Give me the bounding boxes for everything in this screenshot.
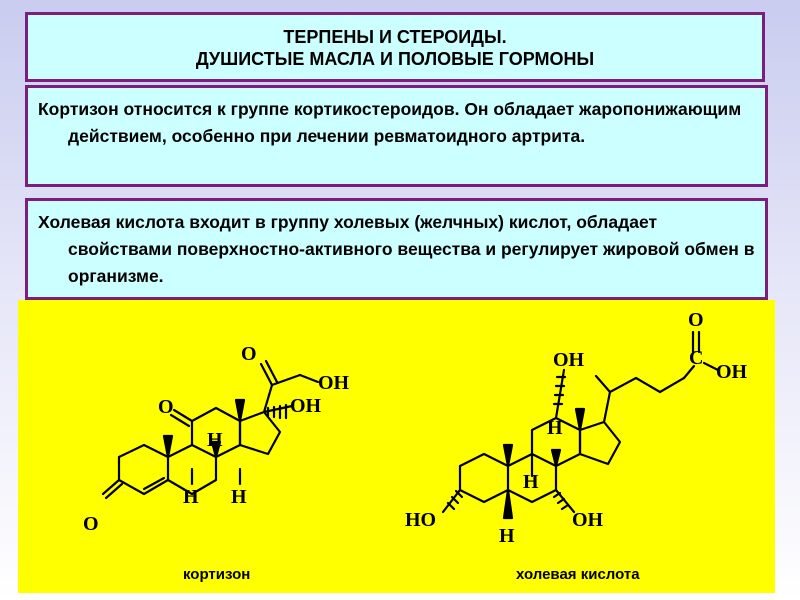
cholic-skeleton <box>441 330 720 520</box>
cortisone-h8: H <box>183 486 199 508</box>
cortisone-oh17: OH <box>290 395 322 417</box>
cortisone-oh-side: OH <box>318 372 350 394</box>
cholic-h5: H <box>499 525 515 547</box>
cholic-h8: H <box>523 471 539 493</box>
cholic-caption: холевая кислота <box>516 566 640 583</box>
cortisone-h14: H <box>231 486 247 508</box>
cholic-oh7: OH <box>572 509 604 531</box>
cortisone-oxo-top: O <box>241 343 257 365</box>
cholic-carbonyl-o: O <box>688 309 704 331</box>
cortisone-h9: H <box>207 429 223 451</box>
cortisone-paragraph: Кортизон относится к группе кортикостеро… <box>38 99 742 146</box>
cholic-text-box: Холевая кислота входит в группу холевых … <box>25 198 768 300</box>
cortisone-text-box: Кортизон относится к группе кортикостеро… <box>25 85 768 187</box>
cholic-ho3: HO <box>405 509 436 531</box>
cholic-h9: H <box>547 417 563 439</box>
structures-panel: O OH OH O O H H H кортизон OH O C OH H H… <box>18 300 775 593</box>
title-box: ТЕРПЕНЫ И СТЕРОИДЫ. ДУШИСТЫЕ МАСЛА И ПОЛ… <box>25 12 765 82</box>
cortisone-oxo11: O <box>158 396 174 418</box>
title-line-2: ДУШИСТЫЕ МАСЛА И ПОЛОВЫЕ ГОРМОНЫ <box>195 49 595 69</box>
cholic-oh12: OH <box>553 349 585 371</box>
cholic-paragraph: Холевая кислота входит в группу холевых … <box>38 212 755 286</box>
cortisone-skeleton <box>101 359 320 500</box>
cortisone-caption: кортизон <box>183 566 250 583</box>
cholic-carbon: C <box>689 347 703 369</box>
title-line-1: ТЕРПЕНЫ И СТЕРОИДЫ. <box>283 27 507 47</box>
cortisone-oxo3: O <box>83 513 99 535</box>
cholic-acid-oh: OH <box>716 361 748 383</box>
structures-svg: O OH OH O O H H H кортизон OH O C OH H H… <box>83 309 748 583</box>
